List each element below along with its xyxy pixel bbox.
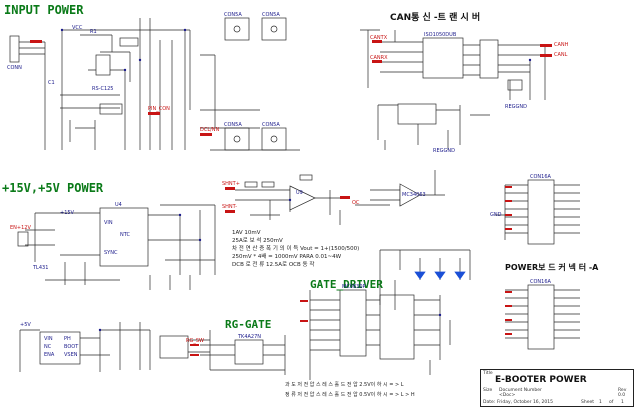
note-line-4: 250mV * 4배 = 1000mV PARA 0.01~4W — [232, 254, 342, 260]
label-regnd: REGGND — [505, 104, 527, 110]
buck-regulator — [99, 207, 149, 267]
tb-sheet-value: 1 — [599, 400, 602, 405]
label-tl431: TL431 — [33, 265, 49, 271]
label-can-tx: CANTX — [370, 35, 388, 41]
label-opamp: U9 — [296, 190, 303, 196]
mosfet-q1 — [95, 54, 111, 76]
tb-date-value: Friday, October 16, 2015 — [497, 400, 553, 405]
drawing-title: E-BOOTER POWER — [495, 375, 587, 385]
connector-con16a-top — [527, 179, 555, 245]
section-can-transceiver: CAN통 신 -트 랜 시 버 — [390, 13, 481, 23]
label-pin-con: PIN_CON — [148, 106, 170, 112]
relay-con5a-4 — [261, 127, 287, 151]
optocoupler — [99, 103, 123, 115]
label-iso-ic: ISO1050DUB — [424, 32, 457, 38]
label-r1: R1 — [90, 29, 97, 35]
section-15v-5v-power: +15V,+5V POWER — [2, 181, 104, 195]
label-tk-ic: TK4A27N — [238, 334, 262, 340]
label-enable: EN+12V — [10, 225, 31, 231]
label-5v: +5V — [20, 322, 31, 328]
tb-date-label: Date: — [483, 400, 496, 405]
section-power-connector: POWER보 드 커 넥 터 -A — [505, 263, 599, 272]
tb-title-label: Title — [483, 371, 493, 376]
label-vin-2: VIN — [44, 336, 53, 342]
gate-driver-header — [339, 289, 367, 357]
label-shunt-in: SHNT+ — [222, 181, 240, 187]
label-15v: +15V — [60, 210, 74, 216]
note-line-1: 1AV 10mV — [232, 230, 261, 236]
label-can-l: CANL — [554, 52, 568, 58]
label-con5a-2: CON5A — [262, 12, 280, 18]
label-gnd: GND — [490, 212, 502, 218]
label-nc: NC — [44, 344, 52, 350]
undervoltage-notes: 과 도 저 전 압 스 레 스 홀 드 전 압 2.5V이 하 시 = > L … — [285, 380, 415, 400]
relay-con5a-2 — [261, 17, 287, 41]
tb-rev-value: 0.0 — [618, 393, 626, 398]
label-con5a-3: CON5A — [224, 122, 242, 128]
opamp-u9 — [289, 185, 316, 211]
label-con16a-bottom: CON16A — [530, 279, 551, 285]
input-connector — [9, 35, 20, 63]
step-down-ic — [39, 331, 81, 365]
tb-doc-value: <Doc> — [499, 393, 516, 398]
label-ntc: NTC — [120, 232, 130, 238]
undervoltage-note-1: 과 도 저 전 압 스 레 스 홀 드 전 압 2.5V이 하 시 = > L — [285, 382, 404, 388]
label-ena: ENA — [44, 352, 55, 358]
isolated-regulator — [397, 103, 437, 125]
label-rs-c125: RS-C125 — [92, 86, 114, 92]
tb-of-label: of — [609, 400, 614, 405]
tb-doc-label: Document Number — [499, 388, 542, 393]
relay-con5a-1 — [224, 17, 250, 41]
can-transceiver-ic — [422, 37, 464, 79]
tb-size-label: Size — [483, 388, 493, 393]
title-block: Title E-BOOTER POWER Size Document Numbe… — [480, 369, 634, 407]
label-c1: C1 — [48, 80, 55, 86]
note-line-3: 차 전 연 산 증 폭 기 의 이 득 Vout = 1+(1500/500) — [232, 246, 360, 252]
label-gate-ic: MC0830P — [342, 284, 366, 290]
label-oc: OC — [352, 200, 360, 206]
relay-con5a-3 — [224, 127, 250, 151]
label-con5a-4: CON5A — [262, 122, 280, 128]
label-can-h: CANH — [554, 42, 569, 48]
label-vsen: VSEN — [64, 352, 78, 358]
section-gate-driver: GATE_DRIVER — [310, 278, 383, 291]
label-conn-input: CONN — [7, 65, 22, 71]
connector-con16a-bottom — [527, 284, 555, 350]
tb-of-value: 1 — [621, 400, 624, 405]
tb-rev-label: Rev — [618, 388, 627, 393]
can-transformer — [479, 39, 499, 79]
undervoltage-note-2: 정 류 저 전 압 스 레 스 홀 드 전 압 0.5V이 하 시 = > L … — [285, 392, 415, 398]
label-shunt-out: SHNT- — [222, 204, 238, 210]
note-line-5: DCB 로 전 류 12.5A로 OCB 동 작 — [232, 262, 315, 268]
label-ph: PH — [64, 336, 71, 342]
label-mc34063: MC34063 — [402, 192, 426, 198]
label-con5a-1: CON5A — [224, 12, 242, 18]
label-dcl-nn: DCL/NN — [200, 127, 220, 133]
label-regnd-2: REGGND — [433, 148, 455, 154]
label-can-rx: CANRX — [370, 55, 388, 61]
label-con16a-top: CON16A — [530, 174, 551, 180]
label-vin: VIN — [104, 220, 113, 226]
label-sync: SYNC — [104, 250, 118, 256]
section-rg-gate: RG-GATE — [225, 318, 272, 331]
gate-driver-ic — [379, 294, 415, 360]
tb-sheet-label: Sheet — [581, 400, 595, 405]
note-line-2: 25A로 보 석 250mV — [232, 238, 283, 244]
label-regulator: U4 — [115, 202, 122, 208]
rg-gate-ic — [234, 339, 264, 365]
label-rg-sw: RG_SW — [186, 338, 204, 344]
label-boot: BOOT — [64, 344, 79, 350]
label-vcc: VCC — [72, 25, 83, 31]
section-input-power: INPUT POWER — [4, 3, 84, 17]
